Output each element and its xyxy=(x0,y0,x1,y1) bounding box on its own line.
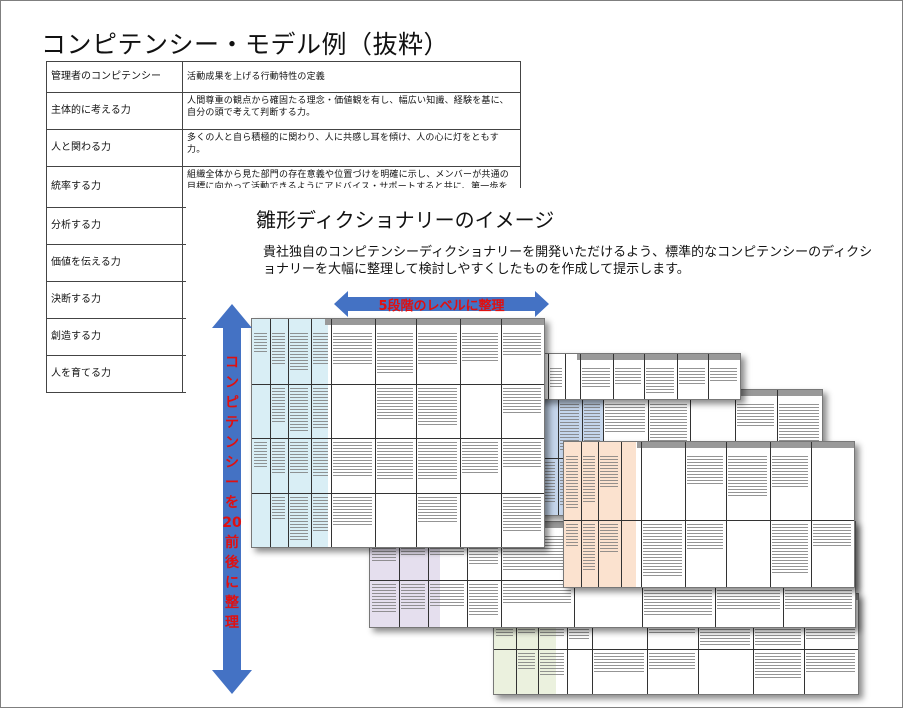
competency-name: 人を育てる力 xyxy=(46,355,183,393)
competency-definition: 人間尊重の観点から確固たる理念・価値観を有し、幅広い知識、経験を基に、自分の頭で… xyxy=(182,92,521,130)
competency-definition: 多くの人と自ら積極的に関わり、人に共感し耳を傾け、人の心に灯をともす力。 xyxy=(182,129,521,167)
competency-name: 価値を伝える力 xyxy=(46,244,183,282)
header-definition: 活動成果を上げる行動特性の定義 xyxy=(182,61,521,93)
vertical-double-arrow xyxy=(212,304,252,694)
dictionary-description: 貴社独自のコンピテンシーディクショナリーを開発いただけるよう、標準的なコンピテン… xyxy=(263,245,873,277)
table-header-row: 管理者のコンピテンシー 活動成果を上げる行動特性の定義 xyxy=(46,61,521,93)
competency-name: 統率する力 xyxy=(46,166,183,208)
dictionary-sheet xyxy=(563,441,855,588)
dictionary-sheet xyxy=(251,318,545,548)
table-row: 主体的に考える力 人間尊重の観点から確固たる理念・価値観を有し、幅広い知識、経験… xyxy=(46,92,521,130)
horizontal-double-arrow xyxy=(334,291,549,317)
page-title: コンピテンシー・モデル例（抜粋） xyxy=(41,30,450,59)
table-row: 人と関わる力 多くの人と自ら積極的に関わり、人に共感し耳を傾け、人の心に灯をとも… xyxy=(46,129,521,167)
dictionary-sheet xyxy=(521,353,741,400)
competency-name: 創造する力 xyxy=(46,318,183,356)
competency-count-arrow-label: コンピテンシーを20前後に整理 xyxy=(222,355,242,631)
level-arrow-label: 5段階のレベルに整理 xyxy=(378,299,505,314)
competency-name: 決断する力 xyxy=(46,281,183,319)
dictionary-title: 雛形ディクショナリーのイメージ xyxy=(256,208,555,232)
competency-name: 分析する力 xyxy=(46,207,183,245)
competency-name: 主体的に考える力 xyxy=(46,92,183,130)
header-competency: 管理者のコンピテンシー xyxy=(46,61,183,93)
competency-name: 人と関わる力 xyxy=(46,129,183,167)
